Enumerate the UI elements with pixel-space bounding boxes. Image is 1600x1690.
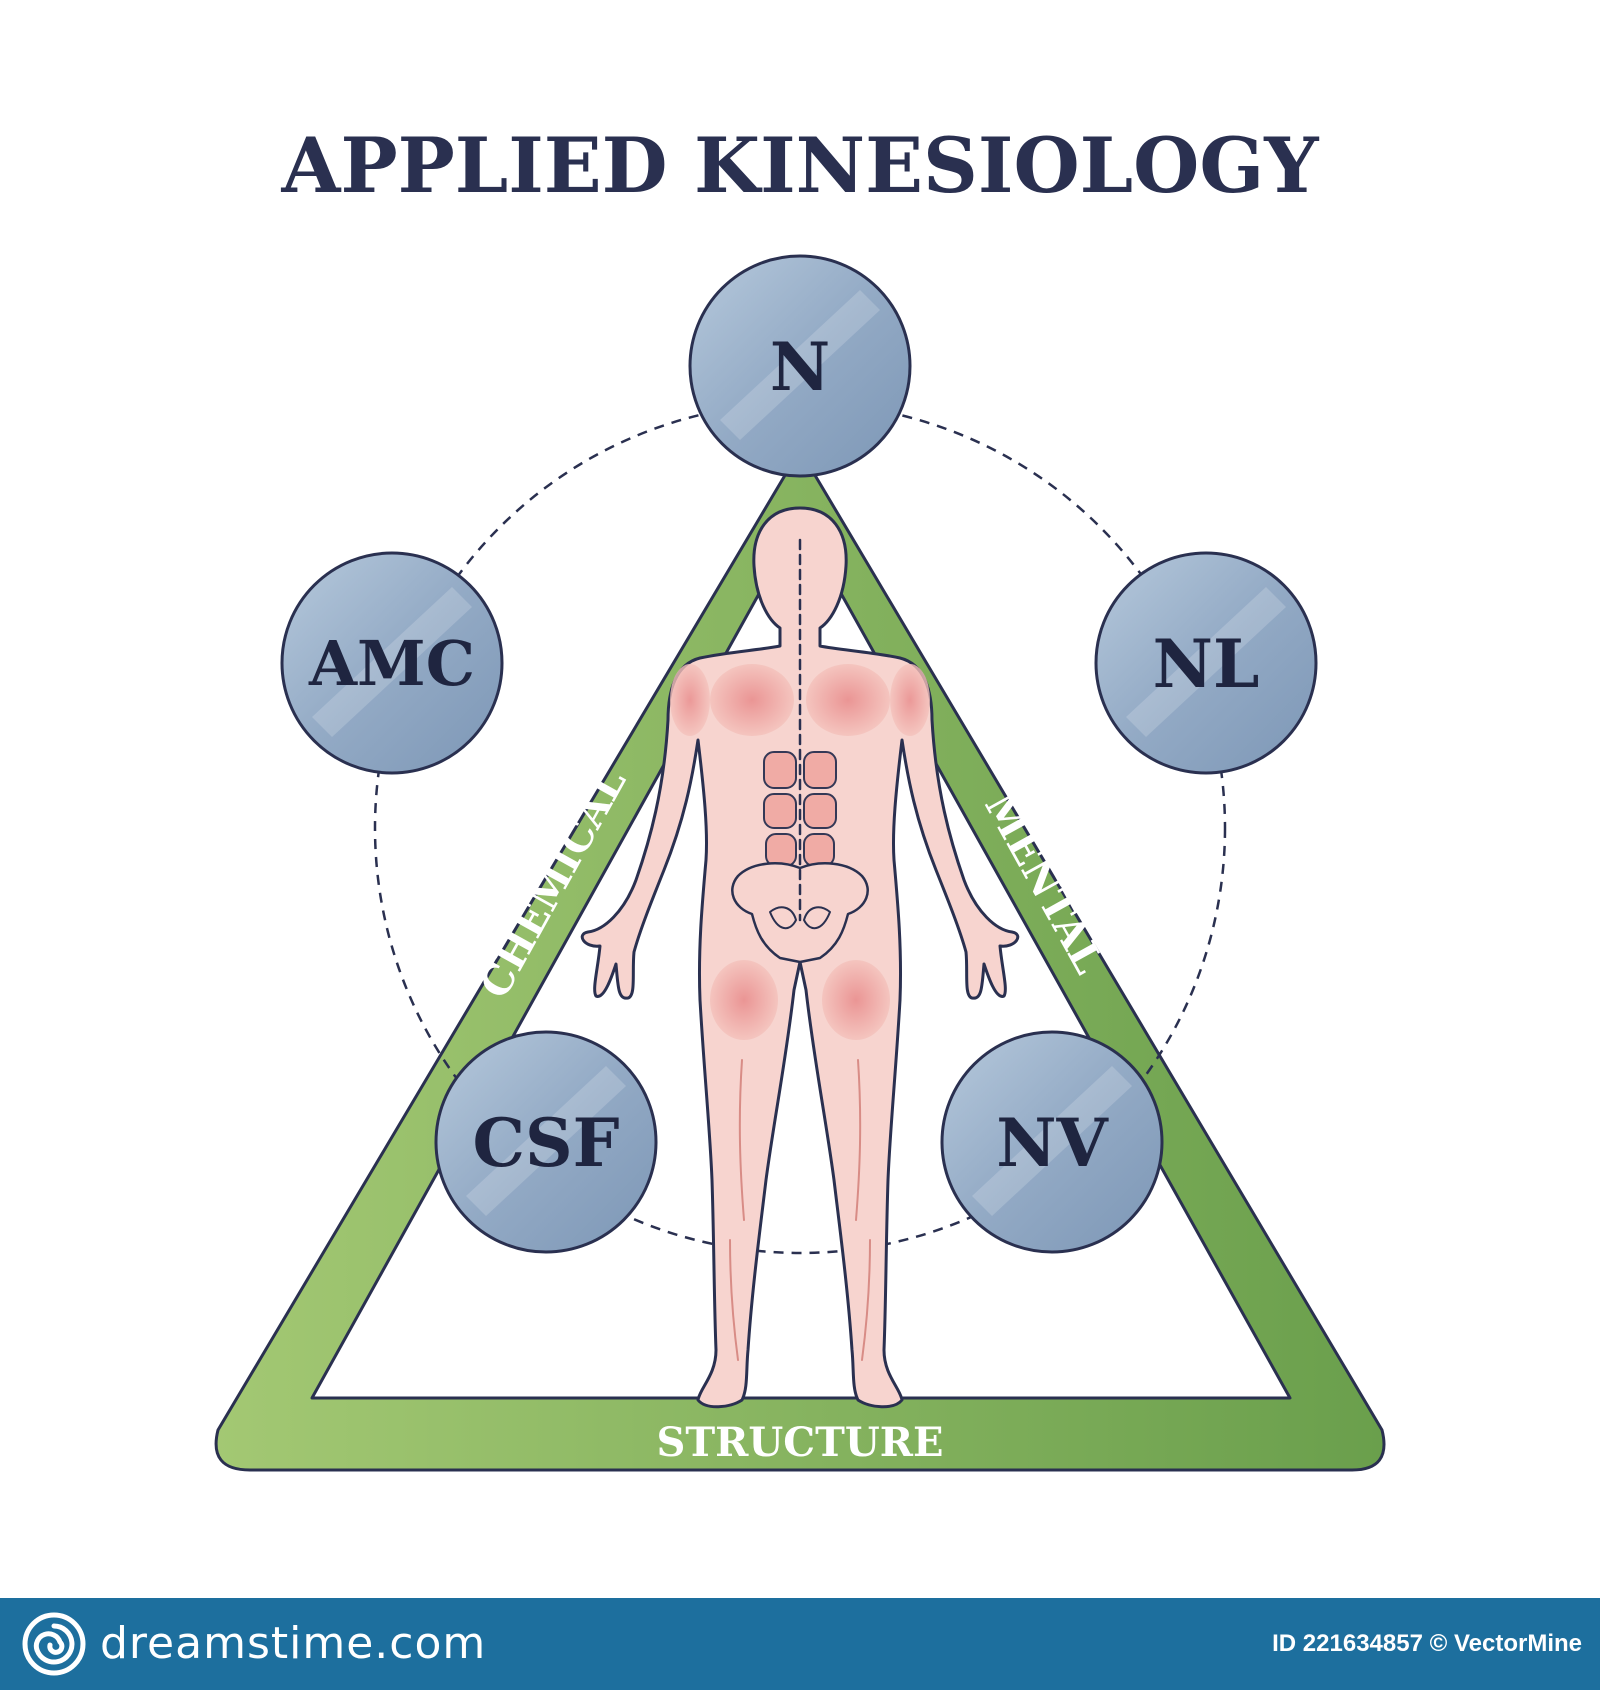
side-label-structure: STRUCTURE — [657, 1419, 944, 1466]
node-label-nl: NL — [1153, 625, 1260, 703]
node-n: N — [688, 254, 912, 478]
pelvis-bone — [731, 862, 869, 964]
node-label-amc: AMC — [308, 627, 475, 700]
node-amc: AMC — [280, 551, 504, 775]
kinesiology-diagram: APPLIED KINESIOLOGY CHEMICAL MENTAL STRU… — [214, 121, 1386, 1472]
footer-site-name: dreamstime.com — [100, 1618, 487, 1669]
dreamstime-logo-icon — [22, 1612, 86, 1676]
node-nv: NV — [940, 1030, 1164, 1254]
node-nl: NL — [1094, 551, 1318, 775]
diagram-title: APPLIED KINESIOLOGY — [281, 121, 1320, 210]
node-label-csf: CSF — [472, 1104, 619, 1182]
human-body-figure — [580, 506, 1020, 1409]
node-label-nv: NV — [996, 1104, 1109, 1182]
watermark-footer: dreamstime.com ID 221634857 © VectorMine — [0, 1598, 1600, 1690]
node-csf: CSF — [434, 1030, 658, 1254]
node-label-n: N — [770, 328, 830, 406]
footer-credit: ID 221634857 © VectorMine — [1272, 1630, 1582, 1657]
